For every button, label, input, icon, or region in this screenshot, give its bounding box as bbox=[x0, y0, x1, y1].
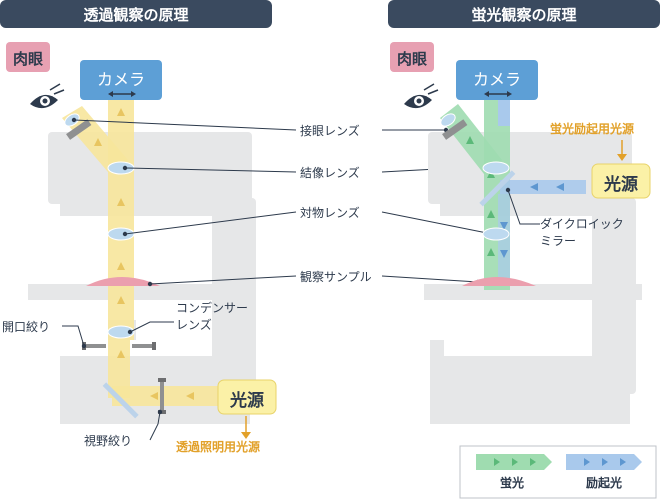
left-title: 透過観察の原理 bbox=[0, 0, 272, 28]
right-eye-label: 肉眼 bbox=[396, 50, 427, 68]
right-eye-icon bbox=[404, 83, 439, 109]
left-aperture-right bbox=[132, 344, 154, 348]
sample-label: 観察サンプル bbox=[300, 270, 372, 284]
right-eyepiece-frame bbox=[442, 119, 468, 140]
right-dichroic-mirror bbox=[479, 170, 516, 207]
left-sample bbox=[86, 277, 160, 286]
right-light-label: 光源 bbox=[604, 175, 638, 195]
left-mirror bbox=[102, 382, 139, 419]
left-condenser-lens bbox=[107, 325, 135, 339]
transmitted-light-source-label: 透過照明用光源 bbox=[176, 440, 261, 454]
left-light-box bbox=[217, 379, 277, 415]
right-eye-box bbox=[390, 42, 434, 72]
right-camera-label: カメラ bbox=[472, 70, 521, 89]
condenser-lens-label: コンデンサー レンズ bbox=[176, 301, 249, 332]
legend-fluorescence-label: 蛍光 bbox=[500, 476, 525, 490]
left-light-label: 光源 bbox=[230, 391, 264, 411]
left-objective-lens bbox=[107, 227, 135, 241]
left-field-diaphragm bbox=[160, 380, 164, 412]
eyepiece-label: 接眼レンズ bbox=[300, 124, 360, 138]
left-eye-label: 肉眼 bbox=[12, 50, 43, 68]
right-camera-box bbox=[456, 60, 538, 100]
aperture-diaphragm-label: 開口絞り bbox=[2, 320, 51, 334]
imaging-lens-label: 結像レンズ bbox=[300, 166, 360, 180]
right-light-box bbox=[591, 163, 651, 199]
legend-box bbox=[459, 445, 657, 499]
left-camera-box bbox=[80, 60, 162, 100]
objective-label: 対物レンズ bbox=[300, 206, 360, 220]
dichroic-mirror-label: ダイクロイック ミラー bbox=[540, 217, 624, 248]
excitation-light-source-label: 蛍光励起用光源 bbox=[550, 122, 635, 136]
left-eyepiece-frame bbox=[66, 119, 92, 140]
legend-excitation-swatch bbox=[566, 454, 642, 470]
right-objective-lens bbox=[482, 227, 510, 241]
right-eyepiece-lens bbox=[440, 113, 456, 127]
left-aperture-left bbox=[84, 344, 106, 348]
left-camera-label: カメラ bbox=[96, 70, 145, 89]
left-beam-arrows bbox=[94, 108, 194, 400]
legend-excitation-label: 励起光 bbox=[586, 476, 623, 490]
right-excitation-beam bbox=[498, 100, 586, 284]
right-microscope-body bbox=[424, 132, 642, 424]
field-diaphragm-label: 視野絞り bbox=[84, 434, 133, 448]
right-sample bbox=[462, 277, 536, 286]
right-title: 蛍光観察の原理 bbox=[388, 0, 660, 28]
left-eye-box bbox=[6, 42, 50, 72]
right-excit-arrows bbox=[500, 183, 564, 258]
right-imaging-lens bbox=[482, 161, 510, 175]
left-eye-icon bbox=[30, 83, 65, 109]
legend-fluorescence-swatch bbox=[476, 454, 552, 470]
